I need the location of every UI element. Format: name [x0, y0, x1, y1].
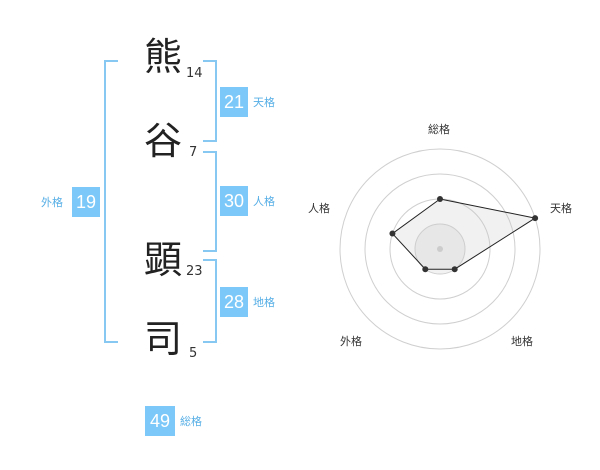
radar-label-chikaku: 地格	[511, 335, 533, 348]
radar-area	[391, 198, 537, 270]
radar-point-1	[532, 215, 539, 222]
radar-point-3	[422, 266, 429, 273]
tenkaku-label: 天格	[253, 96, 275, 109]
stroke-count-2: 7	[189, 145, 198, 160]
gaikaku-value-badge: 19	[72, 187, 100, 217]
chikaku-bracket	[203, 259, 217, 343]
radar-chart	[339, 148, 541, 350]
radar-point-4	[389, 230, 396, 237]
name-char-4: 司	[143, 317, 182, 361]
radar-ring	[339, 148, 541, 350]
radar-ring	[364, 173, 516, 325]
radar-points	[389, 196, 539, 273]
stroke-count-3: 23	[186, 264, 203, 279]
gaikaku-bracket	[104, 60, 118, 343]
name-char-1: 熊	[143, 35, 182, 79]
gaikaku-label: 外格	[41, 196, 63, 209]
soukaku-label: 総格	[180, 415, 202, 428]
jinkaku-label: 人格	[253, 195, 275, 208]
chikaku-label: 地格	[253, 296, 275, 309]
radar-label-gaikaku: 外格	[340, 335, 362, 348]
radar-label-soukaku: 総格	[428, 123, 450, 136]
jinkaku-value-badge: 30	[220, 186, 248, 216]
radar-center-dot	[437, 246, 443, 252]
jinkaku-bracket	[203, 151, 217, 252]
stroke-count-1: 14	[186, 66, 203, 81]
tenkaku-bracket	[203, 60, 217, 142]
tenkaku-value-badge: 21	[220, 87, 248, 117]
radar-point-2	[451, 266, 458, 273]
name-char-3: 顕	[143, 238, 182, 282]
stroke-count-4: 5	[189, 346, 198, 361]
radar-label-jinkaku: 人格	[308, 202, 330, 215]
radar-label-tenkaku: 天格	[550, 202, 572, 215]
name-char-2: 谷	[143, 119, 182, 163]
radar-point-0	[437, 196, 443, 202]
chikaku-value-badge: 28	[220, 287, 248, 317]
soukaku-value-badge: 49	[145, 406, 175, 436]
